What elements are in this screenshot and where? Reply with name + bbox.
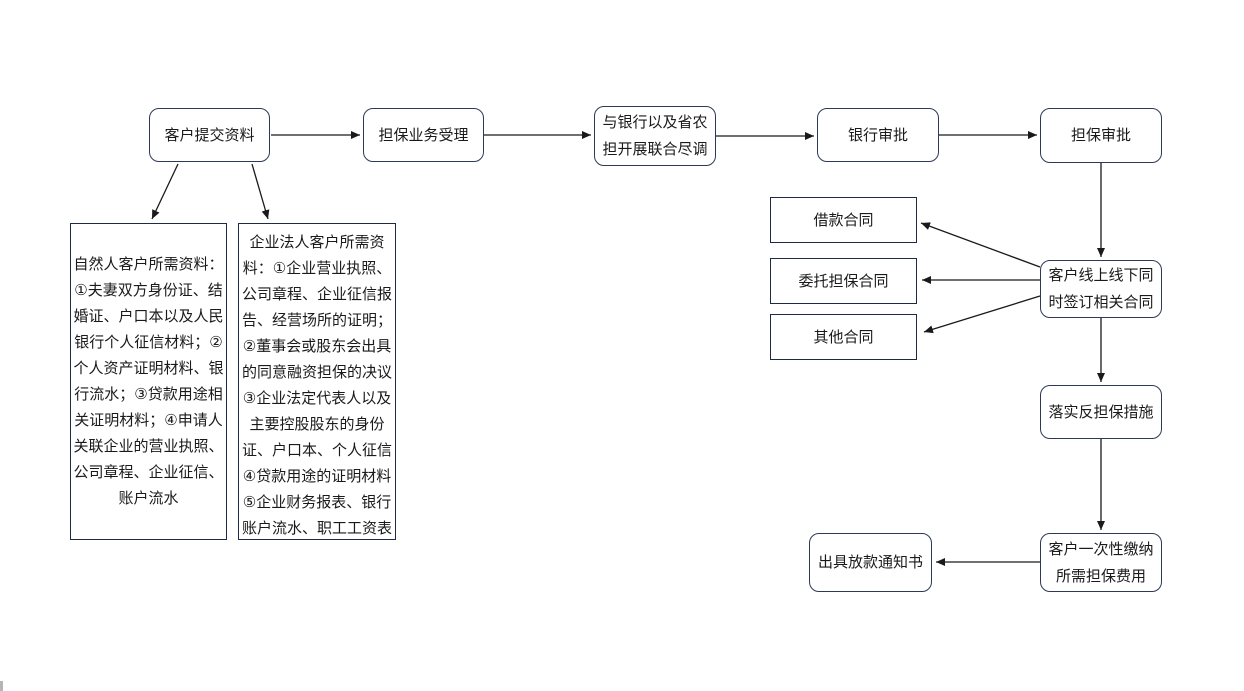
node-label-line2: 担开展联合尽调 <box>602 141 708 158</box>
node-guarantee-accept: 担保业务受理 <box>363 108 484 162</box>
node-label-line1: 与银行以及省农 <box>602 114 708 131</box>
node-label: 委托担保合同 <box>798 272 889 290</box>
node-label: 其他合同 <box>813 328 874 346</box>
node-guarantee-approval: 担保审批 <box>1040 108 1162 163</box>
node-label-line2: 时签订相关合同 <box>1048 294 1154 311</box>
node-pay-guarantee-fee: 客户一次性缴纳 所需担保费用 <box>1040 533 1162 592</box>
node-label: 落实反担保措施 <box>1048 403 1154 421</box>
node-label: 银行审批 <box>847 126 908 144</box>
corporate-docs-text: 企业法人客户所需资料：①企业营业执照、公司章程、企业征信报告、经营场所的证明；②… <box>241 234 392 537</box>
node-label: 担保审批 <box>1070 127 1131 144</box>
node-entrusted-guarantee-contract: 委托担保合同 <box>770 258 917 304</box>
node-other-contract: 其他合同 <box>770 314 917 360</box>
natural-person-docs-text: 自然人客户所需资料：①夫妻双方身份证、结婚证、户口本以及人民银行个人征信材料；②… <box>73 256 224 507</box>
node-bank-approval: 银行审批 <box>817 108 939 162</box>
node-joint-due-diligence: 与银行以及省农 担开展联合尽调 <box>594 106 716 166</box>
node-label-line2: 所需担保费用 <box>1055 567 1146 585</box>
arrow-submit-to-corporate-docs <box>251 163 270 220</box>
node-corporate-docs: 企业法人客户所需资料：①企业营业执照、公司章程、企业征信报告、经营场所的证明；②… <box>238 223 396 540</box>
node-label: 客户提交资料 <box>164 126 255 144</box>
arrow-sign-to-other-contract <box>923 295 1041 334</box>
node-label-line1: 客户一次性缴纳 <box>1048 540 1154 558</box>
edge-artifact <box>0 681 3 691</box>
node-label: 担保业务受理 <box>378 126 469 144</box>
node-loan-contract: 借款合同 <box>770 197 917 243</box>
node-label: 出具放款通知书 <box>817 554 923 571</box>
node-label-line1: 客户线上线下同 <box>1048 267 1154 284</box>
arrow-sign-to-loan-contract <box>920 222 1041 268</box>
node-loan-notice: 出具放款通知书 <box>809 533 932 592</box>
node-label: 借款合同 <box>813 211 874 229</box>
node-natural-person-docs: 自然人客户所需资料：①夫妻双方身份证、结婚证、户口本以及人民银行个人征信材料；②… <box>70 223 227 540</box>
arrow-submit-to-natural-docs <box>151 163 179 220</box>
node-customer-submit: 客户提交资料 <box>149 108 270 162</box>
node-counter-guarantee: 落实反担保措施 <box>1040 385 1162 439</box>
node-sign-contracts: 客户线上线下同 时签订相关合同 <box>1040 260 1162 318</box>
